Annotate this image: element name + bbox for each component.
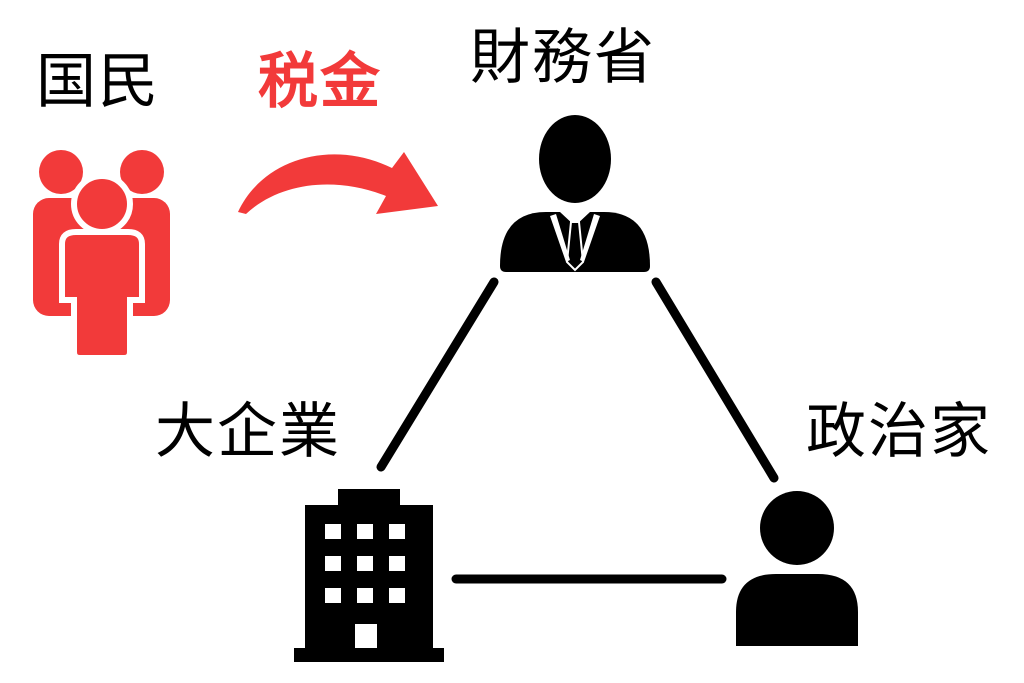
- line-ministry-corporations: [376, 277, 499, 472]
- people-group-icon: [33, 150, 170, 361]
- office-building-icon: [294, 489, 444, 662]
- tax-flow-label: 税金: [258, 47, 382, 117]
- person-icon: [736, 491, 858, 646]
- businessman-icon: [500, 115, 650, 272]
- connections: [376, 277, 779, 584]
- politicians-label: 政治家: [806, 397, 992, 467]
- ministry-label: 財務省: [470, 23, 656, 93]
- citizens-label: 国民: [36, 47, 160, 117]
- curved-arrow-icon: [238, 152, 438, 214]
- line-ministry-politicians: [651, 277, 779, 483]
- corporations-label: 大企業: [155, 397, 341, 467]
